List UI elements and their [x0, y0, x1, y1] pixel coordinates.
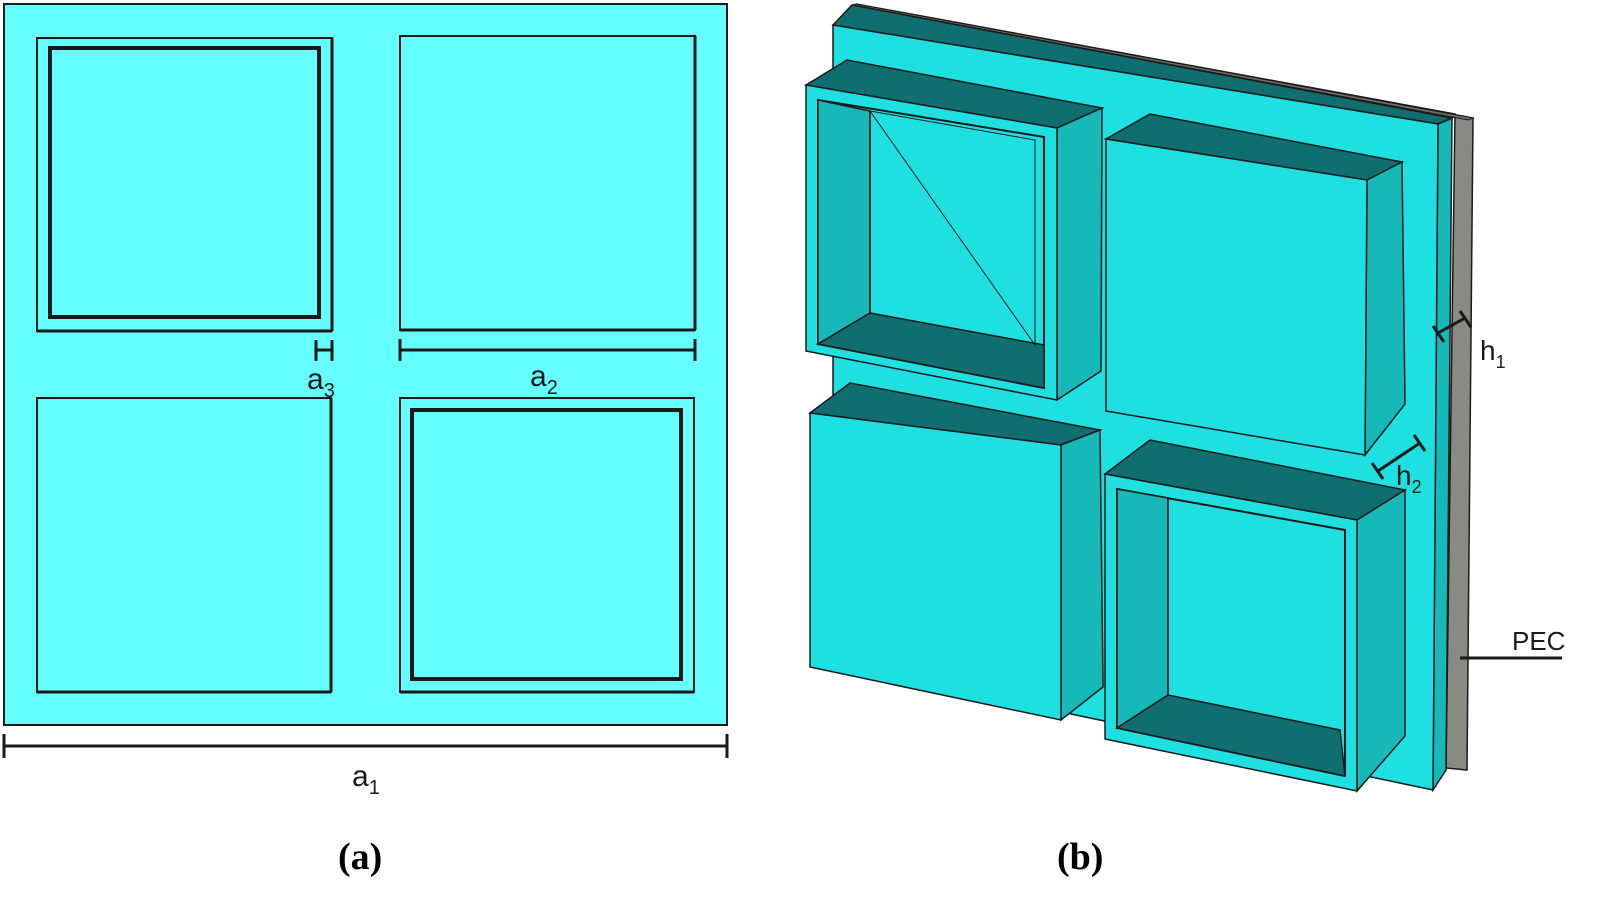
dimension-a2-label: a2 [530, 360, 558, 399]
pec-callout: PEC [1460, 626, 1565, 660]
resonator-top-left-hollow [36, 37, 334, 333]
resonator-bottom-left-solid [36, 397, 333, 694]
panel-a-top-view: a3 a2 a1 (a) [2, 3, 729, 878]
cube-bottom-left-solid [808, 382, 1104, 722]
dimension-h1: h1 [1431, 310, 1506, 372]
panel-b-caption: (b) [1057, 836, 1103, 878]
dimension-a3: a3 [307, 340, 335, 402]
resonator-top-right-solid [399, 35, 697, 332]
cube-top-right-solid [1103, 113, 1406, 458]
dimension-h2-label: h2 [1396, 460, 1422, 497]
box-top-left-hollow [803, 59, 1105, 402]
panel-a-caption: (a) [338, 836, 382, 878]
box-bottom-right-hollow [1103, 439, 1408, 793]
panel-b-3d-view: h1 h2 PEC (b) [803, 3, 1565, 878]
pec-label: PEC [1512, 626, 1565, 656]
dimension-a1: a1 [2, 734, 729, 799]
dimension-h2: h2 [1370, 434, 1427, 497]
dimension-a1-label: a1 [352, 760, 380, 799]
resonator-bottom-right-hollow [399, 397, 695, 694]
dimension-a2: a2 [398, 339, 697, 399]
dimension-h1-label: h1 [1480, 335, 1506, 372]
dimension-a3-label: a3 [307, 363, 335, 402]
